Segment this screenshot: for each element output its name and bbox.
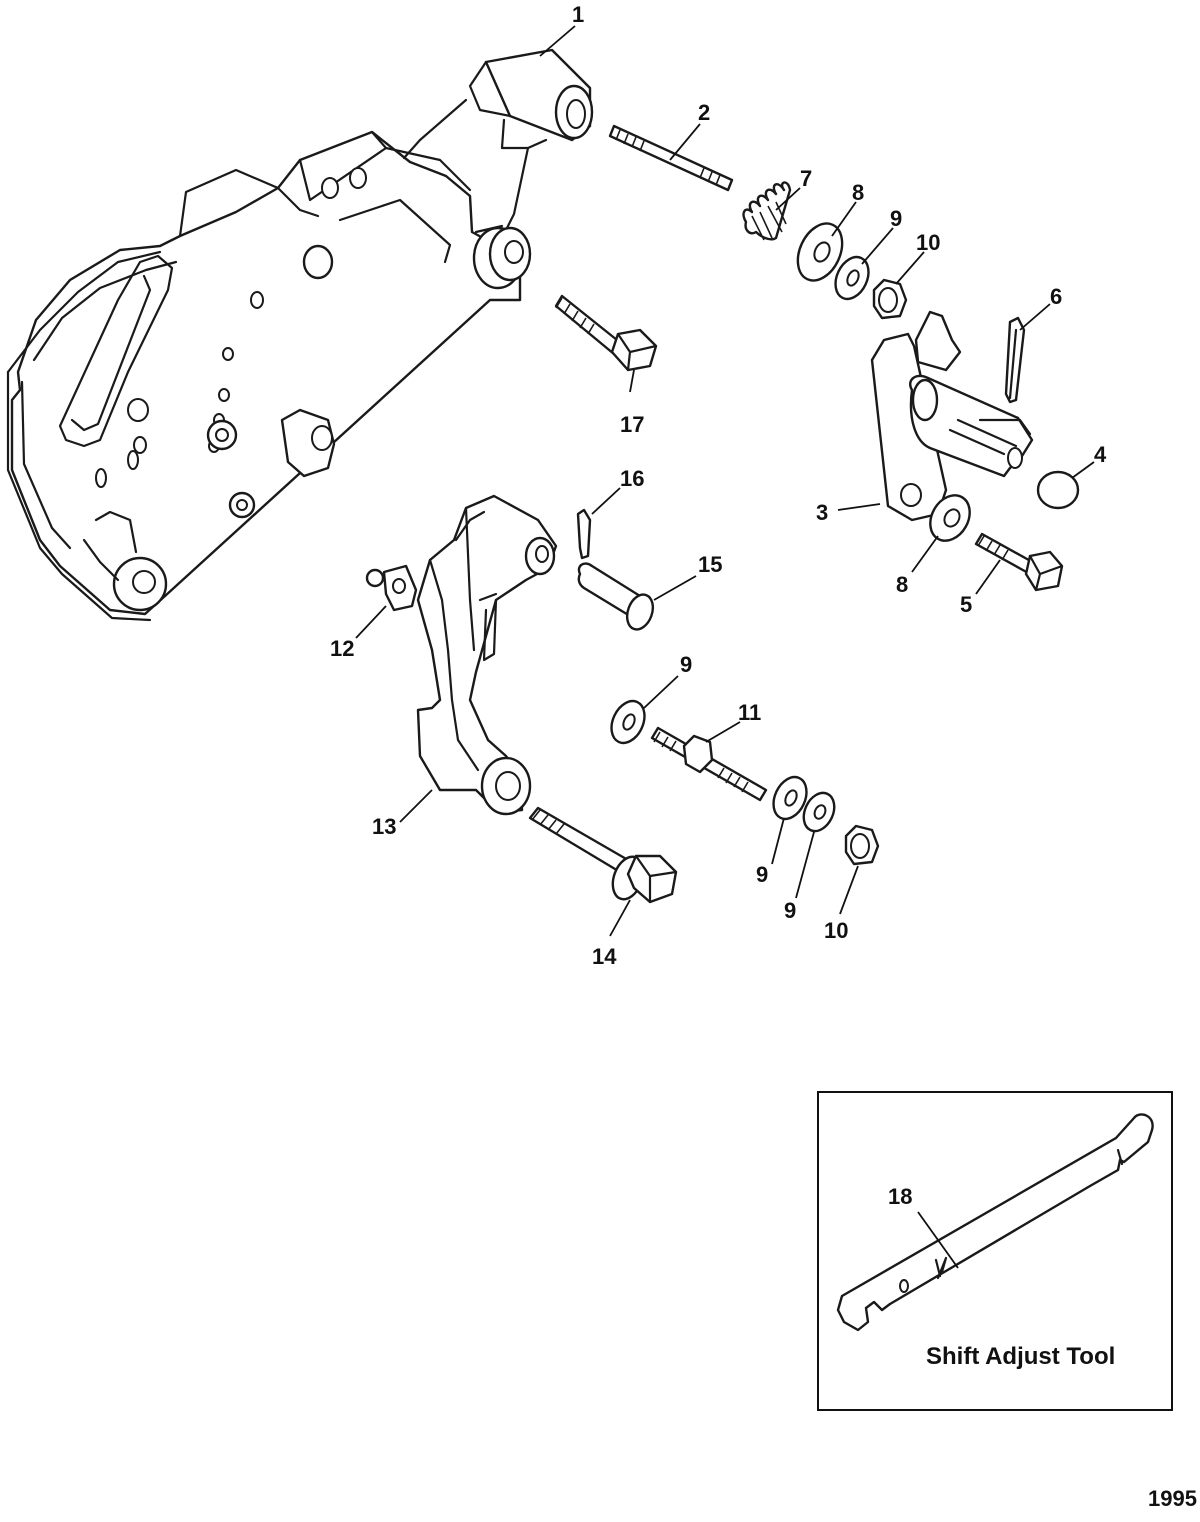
part-9-washer-upper: [834, 255, 870, 301]
callout-16: 16: [620, 466, 644, 491]
callout-9-lower-a: 9: [756, 862, 768, 887]
callout-9-lower-b: 9: [784, 898, 796, 923]
part-10-nut-lower: [844, 824, 880, 866]
part-17-bolt: [554, 294, 658, 372]
part-9-washer-mid: [610, 699, 646, 745]
callout-9-mid: 9: [680, 652, 692, 677]
part-10-nut-upper: [872, 278, 908, 320]
callout-8-lower: 8: [896, 572, 908, 597]
part-7-spring: [742, 181, 792, 241]
callout-10-lower: 10: [824, 918, 848, 943]
figure-number: 1995: [1148, 1486, 1197, 1511]
part-11-stud-nut: [650, 726, 768, 802]
callout-12: 12: [330, 636, 354, 661]
callout-7: 7: [800, 166, 812, 191]
part-5-bolt: [974, 532, 1064, 592]
callout-5: 5: [960, 592, 972, 617]
callout-6: 6: [1050, 284, 1062, 309]
part-13-link-arm: [416, 494, 558, 816]
callout-1: 1: [572, 2, 584, 27]
part-16-cotter-pin: [576, 508, 592, 560]
part-4-cap: [1036, 470, 1080, 510]
callout-4: 4: [1094, 442, 1107, 467]
callout-2: 2: [698, 100, 710, 125]
part-12-plate: [365, 564, 418, 612]
part-3-shift-lever: [870, 310, 1034, 522]
part-9-washer-lower-b: [802, 791, 836, 833]
part-1-shift-bracket: [6, 48, 594, 622]
part-9-washer-lower-a: [772, 775, 808, 821]
part-14-flange-bolt: [528, 806, 678, 904]
part-8-washer-lower: [929, 494, 971, 542]
callout-3: 3: [816, 500, 828, 525]
callout-13: 13: [372, 814, 396, 839]
callout-18: 18: [888, 1184, 912, 1209]
callout-11: 11: [738, 700, 761, 725]
leader-lines: [355, 25, 1095, 937]
callout-labels: 1 2 3 4 5 6 7 8 8 9 9 9 9 10 10 11 12 13…: [330, 2, 1107, 969]
callout-10-upper: 10: [916, 230, 940, 255]
callout-17: 17: [620, 412, 644, 437]
callout-14: 14: [592, 944, 617, 969]
part-8-washer-upper: [796, 222, 844, 282]
inset-caption: Shift Adjust Tool: [926, 1343, 1115, 1370]
part-15-clevis-pin: [577, 562, 655, 631]
callout-15: 15: [698, 552, 722, 577]
part-6-cotter-pin: [1004, 316, 1026, 404]
callout-9-upper: 9: [890, 206, 902, 231]
shift-adjust-tool-inset: 18 Shift Adjust Tool: [817, 1091, 1173, 1411]
callout-8-upper: 8: [852, 180, 864, 205]
